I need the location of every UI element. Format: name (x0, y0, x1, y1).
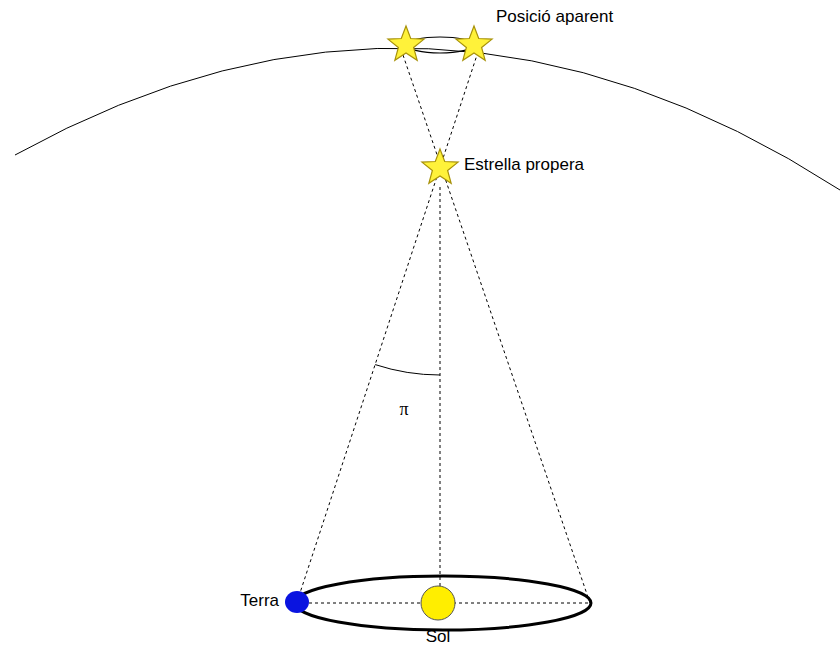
parallax-angle-arc (375, 365, 440, 375)
sight-lines (297, 55, 590, 603)
celestial-sphere (15, 48, 840, 190)
sun-label: Sol (426, 628, 451, 647)
earth-label: Terra (240, 592, 279, 611)
parallax-symbol: π (399, 400, 408, 420)
apparent-position-label: Posició aparent (496, 8, 613, 27)
nearby-star (422, 149, 458, 183)
earth (285, 591, 309, 613)
sun (421, 586, 455, 620)
apparent-star-right (456, 26, 492, 60)
nearby-star-label: Estrella propera (464, 156, 584, 175)
apparent-star-left (388, 26, 424, 60)
earth-orbit (295, 576, 591, 630)
